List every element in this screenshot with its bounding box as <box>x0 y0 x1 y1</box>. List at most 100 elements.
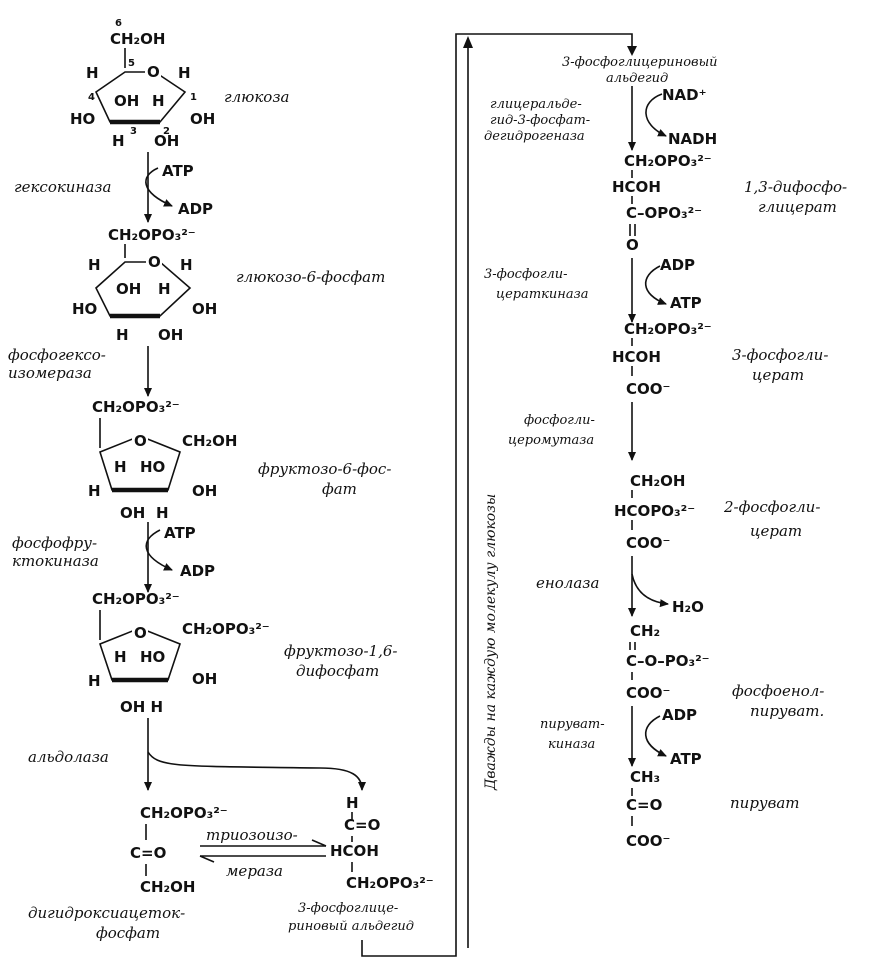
pg3-name-1: 3-фосфогли- <box>732 346 828 364</box>
c3-number: 3 <box>130 126 137 137</box>
isomerase-label-1: фосфогексо- <box>8 346 106 364</box>
reverse-arrow-head <box>199 855 215 863</box>
g6p-h-inner: H <box>158 280 171 298</box>
pk-label-2: киназа <box>548 737 595 752</box>
bpg-line1: CH₂OPO₃²⁻ <box>624 152 712 170</box>
f6p-top-group: CH₂OPO₃²⁻ <box>92 398 180 416</box>
glucose-h-c3: H <box>112 132 125 150</box>
glucose-name: глюкоза <box>224 88 289 106</box>
glucose-oh-c2: OH <box>154 132 179 150</box>
g6p-ho-left: HO <box>72 300 97 318</box>
f6p-right-group: CH₂OH <box>182 432 237 450</box>
ring-o-bg <box>145 62 161 80</box>
water-out: H₂O <box>672 598 704 616</box>
fbp-name-1: фруктозо-1,6- <box>284 642 397 660</box>
gapl-line3: HCOH <box>330 842 379 860</box>
gapdh-label-2: гид-3-фосфат- <box>490 113 590 128</box>
nadh-out: NADH <box>668 130 717 148</box>
isomerase-label-1: триозоизо- <box>206 826 298 844</box>
glucose-oh-c1: OH <box>190 110 215 128</box>
pg2-line3: COO⁻ <box>626 534 670 552</box>
step-phosphohexose-isomerase: фосфогексо- изомераза <box>8 346 152 397</box>
pyruvate-structure: CH₃ C=O COO⁻ пируват <box>626 768 800 850</box>
cofactor-arrow <box>644 715 667 757</box>
pg3-line3: COO⁻ <box>626 380 670 398</box>
pep-structure: CH₂ C–O–PO₃²⁻ COO⁻ фосфоенол- пируват. <box>626 622 824 720</box>
gapl-line1: H <box>346 794 359 812</box>
gapr-name-2: альдегид <box>606 71 668 86</box>
atp-out: ATP <box>670 294 702 312</box>
g6p-oh-inner: OH <box>116 280 141 298</box>
loop-arrow-head <box>627 46 637 56</box>
aldolase-label: альдолаза <box>28 748 109 766</box>
pg3-line1: CH₂OPO₃²⁻ <box>624 320 712 338</box>
gapl-name-1: 3-фосфоглице- <box>298 901 398 916</box>
bpg-name-1: 1,3-дифосфо- <box>744 178 847 196</box>
step-phosphofructokinase: фосфофру- ктокиназа ATP ADP <box>12 522 215 593</box>
f6p-ho-inner: HO <box>140 458 165 476</box>
glucose-oh-c4: OH <box>114 92 139 110</box>
pgm-label-2: церомутаза <box>508 433 594 448</box>
step-pgk: 3-фосфогли- цераткиназа ADP ATP <box>484 256 702 323</box>
g6p-h-left: H <box>88 256 101 274</box>
pep-line2: C–O–PO₃²⁻ <box>626 652 710 670</box>
pep-line1: CH₂ <box>630 622 660 640</box>
cofactor-arrow <box>644 265 667 305</box>
pg3-name-2: церат <box>752 366 804 384</box>
pgk-label-2: цераткиназа <box>496 287 588 302</box>
fbp-ho-inner: HO <box>140 648 165 666</box>
ring-o-bg <box>132 622 148 640</box>
water-arrow <box>631 573 669 608</box>
pg2-name-2: церат <box>750 522 802 540</box>
dhap-name-2: фосфат <box>96 924 160 942</box>
glucose-6-phosphate-structure: CH₂OPO₃²⁻ O H H OH H HO OH H OH глюкозо-… <box>72 226 385 344</box>
bpg-line4: O <box>626 236 639 254</box>
dhap-structure: CH₂OPO₃²⁻ C=O CH₂OH дигидроксиацеток- фо… <box>28 804 228 942</box>
bpg-line2: HCOH <box>612 178 661 196</box>
pyr-line3: COO⁻ <box>626 832 670 850</box>
step-pyruvate-kinase: пируват- киназа ADP ATP <box>540 706 702 768</box>
pep-name-1: фосфоенол- <box>732 682 824 700</box>
cofactor-arrow <box>645 93 667 137</box>
glucose-ho-c4: HO <box>70 110 95 128</box>
cofactor-arrow <box>145 529 173 571</box>
fbp-oh-right: OH <box>192 670 217 688</box>
gapl-line2: C=O <box>344 816 380 834</box>
isomerase-label-2: изомераза <box>8 364 92 382</box>
pep-name-2: пируват. <box>750 702 824 720</box>
pfk-label-2: ктокиназа <box>12 552 99 570</box>
cofactor-arrow <box>145 167 173 207</box>
adp-in: ADP <box>660 256 695 274</box>
loop-line <box>361 33 633 957</box>
step-gapdh: глицеральде- гид-3-фосфат- дегидрогеназа… <box>484 86 717 151</box>
nad-in: NAD⁺ <box>662 86 707 104</box>
f6p-name-1: фруктозо-6-фос- <box>258 460 391 478</box>
gap-left-structure: H C=O HCOH CH₂OPO₃²⁻ 3-фосфоглице- ринов… <box>288 794 434 934</box>
adp-out: ADP <box>178 200 213 218</box>
pg3-line2: HCOH <box>612 348 661 366</box>
glucose-structure: 6 CH₂OH O 5 4 3 2 1 H H OH H HO OH H OH … <box>70 18 289 150</box>
pg3-structure: CH₂OPO₃²⁻ HCOH COO⁻ 3-фосфогли- церат <box>612 320 828 398</box>
glucose-ring-o: O <box>147 63 160 81</box>
g6p-h-right: H <box>180 256 193 274</box>
glucose-ch2oh: CH₂OH <box>110 30 165 48</box>
fbp-right-group: CH₂OPO₃²⁻ <box>182 620 270 638</box>
pep-line3: COO⁻ <box>626 684 670 702</box>
g6p-top-group: CH₂OPO₃²⁻ <box>108 226 196 244</box>
g6p-ring-o: O <box>148 253 161 271</box>
gapl-line4: CH₂OPO₃²⁻ <box>346 874 434 892</box>
gapdh-label-3: дегидрогеназа <box>484 129 585 144</box>
fructose-6-phosphate-structure: CH₂OPO₃²⁻ O CH₂OH H HO H OH OH H фруктоз… <box>88 398 391 522</box>
inner-arrow-head <box>463 36 473 48</box>
fbp-bottom: OH H <box>120 698 163 716</box>
adp-out: ADP <box>180 562 215 580</box>
f6p-h-left: H <box>88 482 101 500</box>
glucose-h-c5: H <box>86 64 99 82</box>
g6p-h-bottom: H <box>116 326 129 344</box>
atp-in: ATP <box>162 162 194 180</box>
pg2-structure: CH₂OH HCOPO₃²⁻ COO⁻ 2-фосфогли- церат <box>614 472 820 552</box>
f6p-oh-bottom: OH <box>120 504 145 522</box>
forward-arrow-head <box>311 839 327 847</box>
